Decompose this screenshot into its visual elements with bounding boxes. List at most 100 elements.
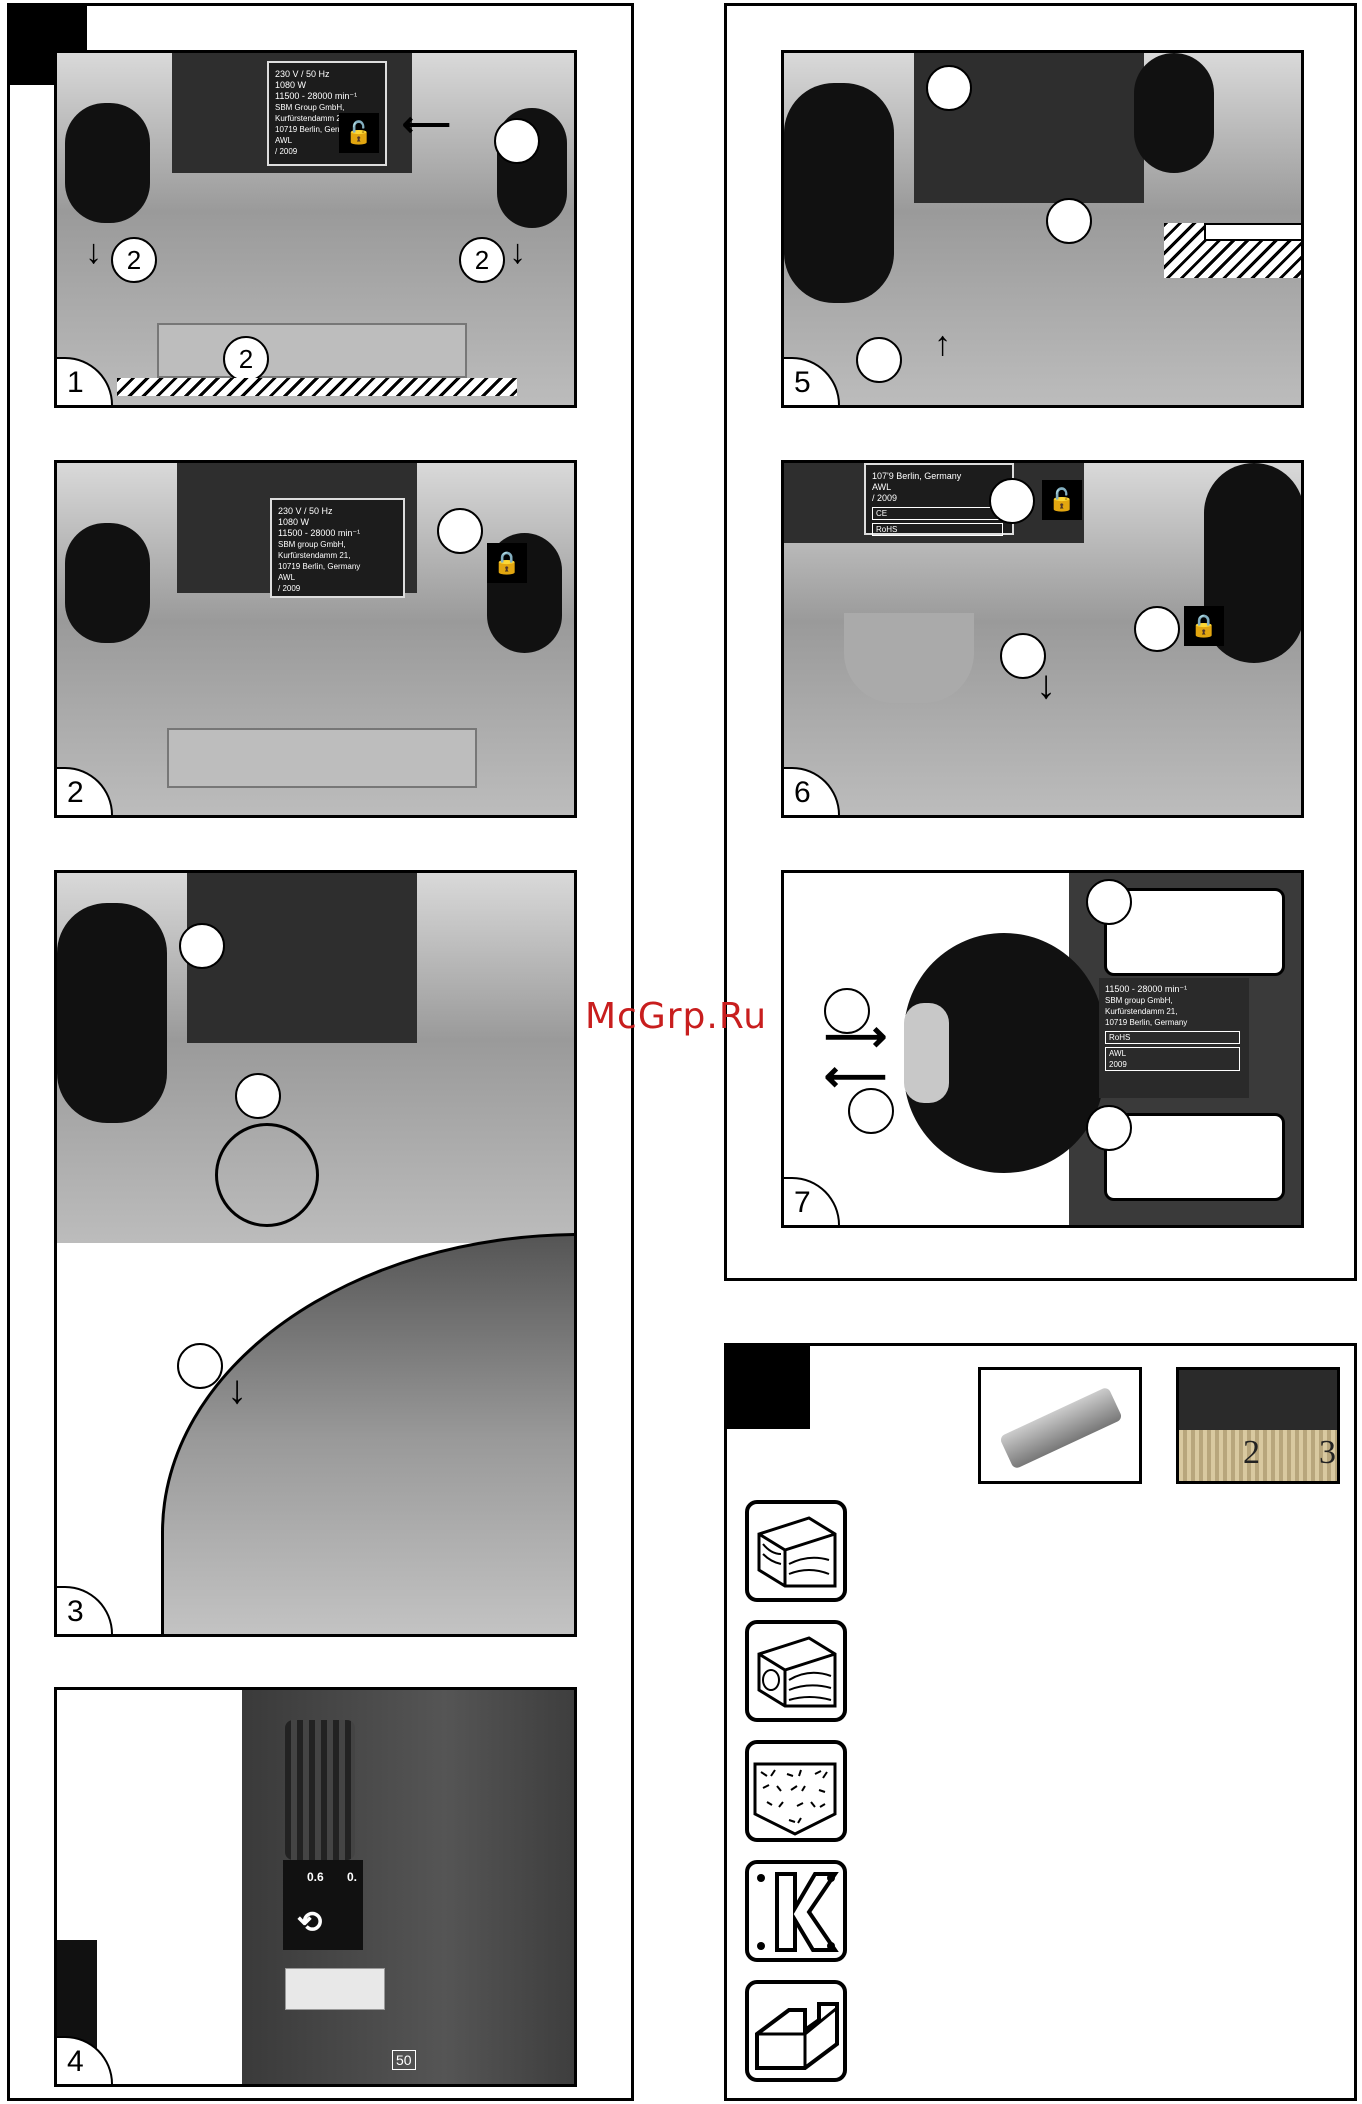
highlight-box-bottom [1104, 1113, 1285, 1201]
figure-panel-3: ↓ 3 [54, 870, 577, 1637]
plate-address: Kurfürstendamm 21, [278, 551, 351, 560]
router-base-plate [167, 728, 477, 788]
plastic-icon [745, 1860, 847, 1962]
plate-city: 10719 Berlin, Germany [1105, 1018, 1188, 1027]
plate-maker: SBM Group GmbH, [275, 103, 345, 112]
plate-city: 10719 Berlin, Germany [278, 562, 361, 571]
right-arrow-icon: ⟶ [824, 1012, 888, 1061]
curved-arrow-icon: ⟵ [402, 106, 451, 144]
figure-panel-5: ↑ 5 [781, 50, 1304, 408]
callout-unlabelled [235, 1073, 281, 1119]
callout-unlabelled [1086, 879, 1132, 925]
speed-dial [904, 1003, 949, 1103]
down-arrow-icon: ↓ [227, 1368, 247, 1412]
left-handle [57, 903, 167, 1123]
plate-speed: 11500 - 28000 min⁻¹ [275, 91, 358, 101]
dial-value-2: 0. [347, 1870, 358, 1884]
figure-panel-4: 0.6 0. ⟲ 50 4 [54, 1687, 577, 2087]
router-base-plate [157, 323, 467, 378]
left-handle [65, 103, 150, 223]
depth-scale-photo: 2 3 [1176, 1367, 1340, 1484]
plate-awl: AWL [872, 482, 892, 492]
plate-address: 107'9 Berlin, Germany [872, 471, 962, 481]
dial-value: 0.6 [307, 1870, 324, 1884]
lock-icon: 🔒 [487, 543, 527, 583]
down-arrow-icon: ↓ [1036, 663, 1056, 707]
plate-awl: AWL [275, 136, 293, 145]
motor-collar [844, 613, 974, 703]
work-surface-hatch [117, 378, 517, 396]
highlight-box-top [1104, 888, 1285, 976]
down-arrow-icon: ↓ [509, 233, 526, 271]
callout-unlabelled [494, 118, 540, 164]
chipboard-icon [745, 1740, 847, 1842]
lock-icon: 🔒 [1184, 606, 1224, 646]
plate-maker: SBM group GmbH, [278, 540, 346, 549]
plate-voltage: 230 V / 50 Hz [278, 506, 333, 516]
plate-voltage: 230 V / 50 Hz [275, 69, 330, 79]
left-handle [65, 523, 150, 643]
plate-power: 1080 W [278, 517, 310, 527]
plate-address: Kurfürstendamm 21, [275, 114, 348, 123]
plate-maker: SBM group GmbH, [1105, 996, 1173, 1005]
detail-circle [215, 1123, 319, 1227]
aluminium-groove-icon [745, 1980, 847, 2082]
callout-unlabelled [926, 65, 972, 111]
rating-plate: 230 V / 50 Hz 1080 W 11500 - 28000 min⁻¹… [270, 498, 405, 598]
callout-unlabelled [177, 1343, 223, 1389]
callout-2-right: 2 [459, 237, 505, 283]
hardwood-icon [745, 1620, 847, 1722]
unlock-icon: 🔓 [1042, 480, 1082, 520]
panel-number: 3 [57, 1586, 113, 1634]
rohs-mark: RoHS [1105, 1031, 1240, 1044]
depth-scale-ring [283, 1860, 363, 1950]
unlock-icon: 🔓 [339, 113, 379, 153]
curved-arrow-icon: ⟲ [297, 1906, 323, 1939]
callout-2-center: 2 [223, 336, 269, 382]
scale-ring [1179, 1430, 1337, 1481]
callout-unlabelled [856, 337, 902, 383]
rohs-mark: RoHS [872, 523, 1003, 536]
figure-panel-2: 230 V / 50 Hz 1080 W 11500 - 28000 min⁻¹… [54, 460, 577, 818]
plate-power: 1080 W [275, 80, 307, 90]
plate-address: Kurfürstendamm 21, [1105, 1007, 1178, 1016]
down-arrow-icon: ↓ [85, 233, 102, 271]
callout-unlabelled [824, 988, 870, 1034]
figure-panel-7: 11500 - 28000 min⁻¹ SBM group GmbH, Kurf… [781, 870, 1304, 1228]
ce-mark: CE [872, 507, 1003, 520]
plate-awl: AWL [278, 573, 296, 582]
scale-digit: 2 [1243, 1434, 1260, 1471]
plate-year: / 2009 [278, 584, 301, 593]
left-handle [784, 83, 894, 303]
plate-year: 2009 [1109, 1060, 1127, 1069]
router-bit [999, 1386, 1123, 1470]
callout-unlabelled [179, 923, 225, 969]
callout-2-left: 2 [111, 237, 157, 283]
plate-city: 10719 Berlin, Germany [275, 125, 358, 134]
callout-unlabelled [1134, 606, 1180, 652]
workpiece-step-notch [1204, 223, 1301, 241]
callout-unlabelled [1000, 633, 1046, 679]
plate-awl: AWL [1109, 1049, 1127, 1058]
depth-indicator [285, 1968, 385, 2010]
callout-unlabelled [1086, 1105, 1132, 1151]
callout-unlabelled [848, 1088, 894, 1134]
section-tab-right [724, 1343, 810, 1429]
scale-mark: 50 [392, 2050, 416, 2070]
right-handle [1134, 53, 1214, 173]
scale-digit: 3 [1319, 1434, 1336, 1471]
left-page-frame [7, 3, 634, 2101]
plate-speed: 11500 - 28000 min⁻¹ [1105, 984, 1188, 994]
watermark-text: McGrp.Ru [585, 996, 768, 1037]
magnified-detail [161, 1233, 574, 1634]
right-lower-frame [724, 1343, 1357, 2101]
plate-year: / 2009 [872, 493, 898, 503]
right-upper-frame [724, 3, 1357, 1281]
callout-unlabelled [989, 478, 1035, 524]
figure-panel-1: 230 V / 50 Hz 1080 W 11500 - 28000 min⁻¹… [54, 50, 577, 408]
softwood-icon [745, 1500, 847, 1602]
callout-unlabelled [437, 508, 483, 554]
depth-adjust-knob [285, 1720, 355, 1860]
router-bit-photo [978, 1367, 1142, 1484]
